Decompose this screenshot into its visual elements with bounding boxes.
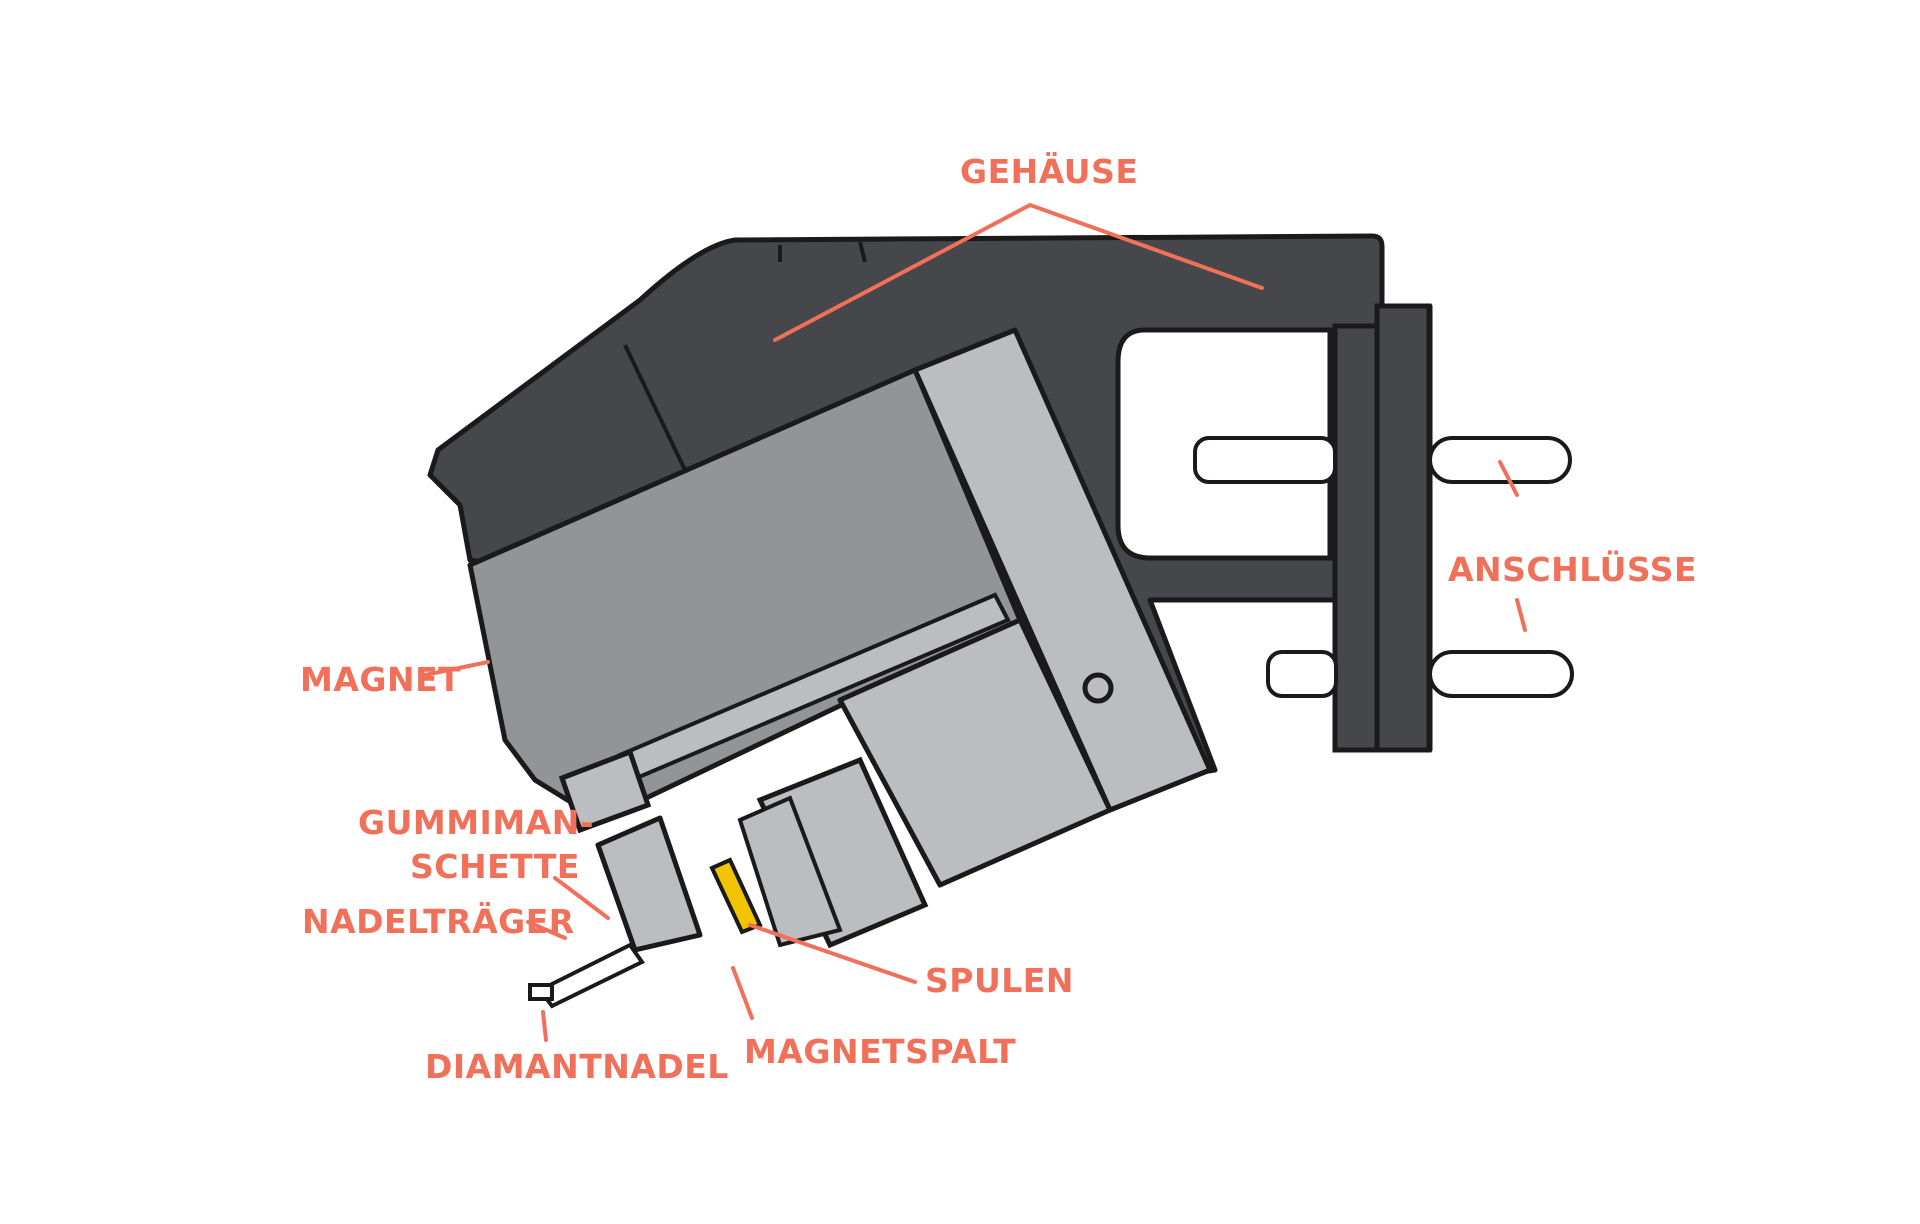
pole-lower	[837, 617, 1113, 888]
label-gummimanschette-line1: GUMMIMAN-	[358, 803, 595, 842]
rubber-damper	[558, 748, 652, 834]
cantilever-arm	[536, 942, 645, 1009]
screw-icon	[1082, 672, 1114, 704]
pin-top-inner	[1193, 436, 1337, 484]
leader-anschlusse-bottom	[1515, 598, 1527, 632]
label-anschlusse: ANSCHLÜSSE	[1448, 550, 1698, 589]
coil-core-front	[737, 795, 843, 948]
pin-bottom-outer	[1428, 650, 1574, 698]
leader-magnet	[423, 660, 490, 677]
leader-gehause-left	[773, 203, 1032, 342]
leader-nadeltrager	[526, 920, 567, 940]
leader-spulen	[748, 923, 917, 984]
label-gummimanschette-line2: SCHETTE	[410, 847, 580, 886]
connector-plate-back	[1374, 303, 1432, 753]
coil	[709, 857, 763, 935]
leader-gummimanschette	[553, 876, 610, 920]
cantilever	[528, 942, 645, 1009]
label-magnetspalt: MAGNETSPALT	[744, 1032, 1017, 1071]
leader-lines	[423, 203, 1527, 1042]
label-magnet: MAGNET	[300, 660, 462, 699]
leader-gehause-right	[1028, 203, 1264, 290]
housing-seam	[623, 241, 867, 471]
stylus-tip	[528, 983, 554, 1001]
front-shoe	[595, 815, 703, 953]
label-spulen: SPULEN	[925, 961, 1074, 1000]
pin-bottom-inner	[1266, 650, 1338, 698]
connector-plate	[1332, 323, 1380, 753]
label-gehause: GEHÄUSE	[960, 152, 1139, 191]
label-nadeltrager: NADELTRÄGER	[302, 902, 575, 941]
leader-anschlusse-top	[1498, 460, 1519, 497]
label-diamantnadel: DIAMANTNADEL	[425, 1047, 729, 1086]
connector-pins	[1193, 436, 1574, 698]
pole-piece	[558, 327, 1213, 953]
leader-diamantnadel	[541, 1010, 548, 1042]
pole-vertical	[912, 327, 1213, 813]
leader-magnetspalt	[731, 966, 754, 1020]
